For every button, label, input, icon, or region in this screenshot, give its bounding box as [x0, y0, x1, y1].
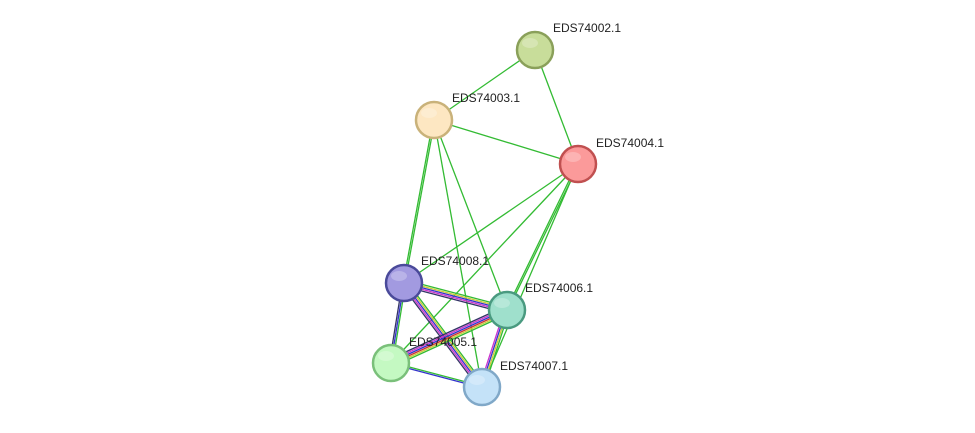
- edge-eds74004-1-eds74008-1[interactable]: [403, 163, 579, 284]
- node-label: EDS74004.1: [596, 136, 664, 150]
- node-eds74003-1[interactable]: EDS74003.1: [414, 91, 520, 140]
- node-highlight: [522, 38, 538, 48]
- edge-eds74003-1-eds74008-1[interactable]: [402, 119, 436, 284]
- edge-evidence-line: [391, 311, 509, 366]
- edge-evidence-line: [389, 305, 506, 360]
- node-eds74005-1[interactable]: EDS74005.1: [371, 335, 477, 383]
- node-circle[interactable]: [487, 290, 527, 330]
- node-label: EDS74005.1: [409, 335, 477, 349]
- node-circle[interactable]: [414, 100, 454, 140]
- node-eds74007-1[interactable]: EDS74007.1: [462, 359, 568, 407]
- node-eds74004-1[interactable]: EDS74004.1: [558, 136, 664, 184]
- node-label: EDS74002.1: [553, 21, 621, 35]
- edge-eds74003-1-eds74004-1[interactable]: [433, 119, 579, 165]
- node-label: EDS74007.1: [500, 359, 568, 373]
- edge-evidence-line: [404, 120, 436, 284]
- edge-evidence-line: [481, 163, 579, 388]
- edge-evidence-line: [389, 307, 507, 362]
- edge-eds74006-1-eds74005-1[interactable]: [389, 305, 509, 368]
- node-circle[interactable]: [462, 367, 502, 407]
- node-eds74002-1[interactable]: EDS74002.1: [515, 21, 621, 70]
- edge-evidence-line: [534, 49, 579, 165]
- edge-evidence-line: [403, 163, 579, 284]
- node-highlight: [469, 375, 485, 385]
- edge-evidence-line: [433, 119, 508, 311]
- edge-eds74002-1-eds74003-1[interactable]: [433, 49, 536, 121]
- edge-eds74003-1-eds74007-1[interactable]: [433, 119, 483, 388]
- node-circle[interactable]: [371, 343, 411, 383]
- node-highlight: [378, 351, 394, 361]
- edge-eds74003-1-eds74006-1[interactable]: [433, 119, 508, 311]
- node-highlight: [391, 271, 407, 281]
- edge-eds74004-1-eds74005-1[interactable]: [390, 163, 579, 364]
- edge-evidence-line: [505, 163, 578, 310]
- node-label: EDS74006.1: [525, 281, 593, 295]
- node-label: EDS74003.1: [452, 91, 520, 105]
- node-highlight: [494, 298, 510, 308]
- edge-eds74004-1-eds74007-1[interactable]: [481, 163, 579, 388]
- node-circle[interactable]: [558, 144, 598, 184]
- node-eds74008-1[interactable]: EDS74008.1: [384, 254, 489, 303]
- edge-eds74002-1-eds74004-1[interactable]: [534, 49, 579, 165]
- edge-evidence-line: [433, 119, 483, 388]
- node-eds74006-1[interactable]: EDS74006.1: [487, 281, 593, 330]
- edge-evidence-line: [402, 119, 434, 283]
- edge-evidence-line: [392, 313, 509, 368]
- edge-evidence-line: [390, 308, 507, 363]
- edge-evidence-line: [390, 163, 579, 364]
- edge-evidence-line: [400, 284, 480, 390]
- node-circle[interactable]: [515, 30, 555, 70]
- node-circle[interactable]: [384, 263, 424, 303]
- node-highlight: [421, 108, 437, 118]
- node-label: EDS74008.1: [421, 254, 489, 268]
- edge-evidence-line: [433, 119, 579, 165]
- node-layer: EDS74002.1EDS74003.1EDS74004.1EDS74008.1…: [371, 21, 664, 407]
- edge-evidence-line: [433, 49, 536, 121]
- edge-evidence-line: [391, 310, 508, 365]
- node-highlight: [565, 152, 581, 162]
